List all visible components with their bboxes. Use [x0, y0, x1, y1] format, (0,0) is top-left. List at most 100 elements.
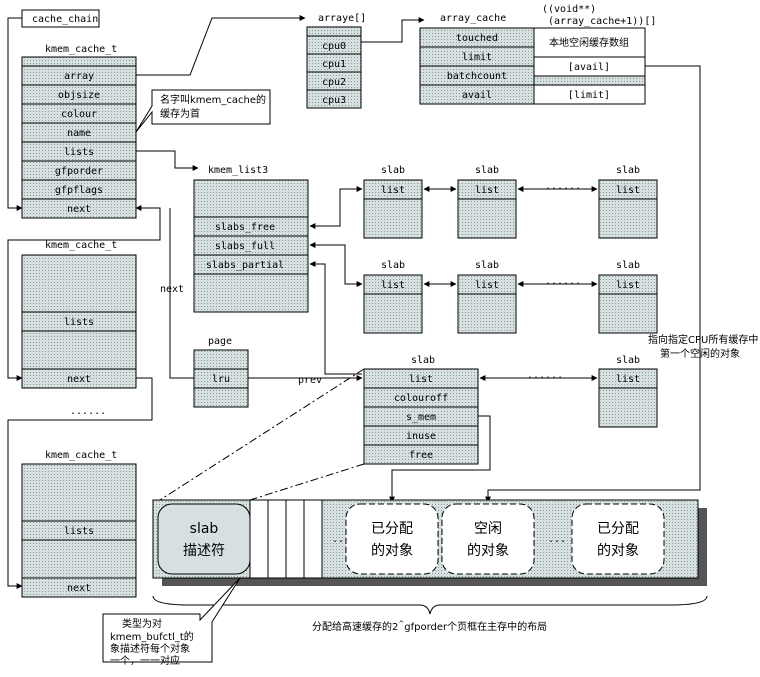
slab-body-1c: [598, 198, 658, 239]
prev-label: prev: [298, 375, 322, 386]
slab-body-1a: [363, 198, 423, 239]
slab-descriptor-line1: slab: [190, 521, 219, 537]
slab-title-1c: slab: [616, 165, 640, 176]
field-colour-label: colour: [61, 109, 97, 120]
object-allocated-1: [345, 503, 439, 575]
sd-free: [363, 444, 479, 465]
array-cache-title: array_cache: [440, 13, 506, 24]
ac-avail-label: avail: [462, 90, 492, 101]
projection-line-left: [159, 368, 365, 501]
slab-list-label-2a: list: [381, 280, 405, 291]
slab-body-2a: [363, 293, 423, 334]
lists-pointer-arrow: [136, 150, 199, 171]
kmem-list3-footer: [193, 273, 309, 313]
slab-dots-3: ......: [527, 370, 563, 381]
name-note-line2: 缓存为首: [160, 107, 200, 120]
ac-gap: [533, 75, 646, 86]
sd-colouroff-label: colouroff: [394, 393, 448, 404]
bufctl-note-line1: 类型为对: [122, 617, 162, 630]
slab-list-label-1c: list: [616, 185, 640, 196]
projection-line-right: [249, 463, 365, 501]
kmem-cache-2-mid: [21, 330, 137, 370]
cpu0-pointer-arrow: [361, 17, 425, 43]
cache-dots: ......: [70, 406, 106, 417]
avail-pointer-arrow: [485, 65, 701, 503]
bufctl-cell-2: [267, 499, 287, 579]
cpu-list: cpu0 cpu1 cpu2 cpu3: [306, 35, 362, 109]
slab-list-label-1a: list: [381, 185, 405, 196]
ac-limit-slot-label: [limit]: [568, 90, 610, 101]
layout-ellipsis-1: ...: [332, 534, 350, 545]
ac-local-array-label: 本地空闲缓存数组: [549, 36, 629, 49]
slab-list-label-3c: list: [616, 374, 640, 385]
kmem-cache-3-next-label: next: [67, 583, 91, 594]
kmem-cache-title-1: kmem_cache_t: [45, 44, 117, 55]
ac-avail-slot-label: [avail]: [568, 62, 610, 73]
bottom-caption: 分配给高速缓存的2^gfporder个页框在主存中的布局: [312, 620, 547, 633]
kmem-cache-2-top: [21, 254, 137, 313]
slabs-partial-link: [309, 261, 362, 375]
slab-body-2c: [598, 293, 658, 334]
slabs-full-link: [309, 242, 363, 287]
next-side-label: next: [160, 284, 184, 295]
cpu1-label: cpu1: [322, 59, 346, 70]
arraye-header: [306, 26, 362, 37]
cpu3-label: cpu3: [322, 95, 346, 106]
kmem-list3-header: [193, 179, 309, 218]
page-header: [193, 349, 249, 370]
bufctl-cells: [249, 499, 323, 579]
object-allocated-2: [571, 503, 665, 575]
sd-list-label: list: [409, 374, 433, 385]
slab-body-2b: [457, 293, 517, 334]
page-title: page: [208, 336, 232, 347]
cpu-pointer-note-line1: 指向指定CPU所有缓存中: [648, 333, 758, 346]
bufctl-note-line3: 象描述符每个对象: [110, 642, 190, 655]
s-mem-arrow: [389, 415, 491, 503]
slab-title-3c: slab: [616, 355, 640, 366]
page-lru-label: lru: [212, 374, 230, 385]
name-callout: [135, 89, 271, 133]
bufctl-note-line2: kmem_bufctl_t的: [110, 630, 194, 643]
field-array-label: array: [64, 71, 94, 82]
slab-detail-title: slab: [411, 355, 435, 366]
slab-row-2: slab list slab list slab list ......: [363, 260, 658, 334]
cpu-pointer-note-line2: 第一个空闲的对象: [660, 347, 740, 360]
name-note-line1: 名字叫kmem_cache的: [160, 93, 266, 106]
kmem-cache-3-mid: [21, 539, 137, 579]
ac-local-array: [533, 27, 646, 58]
slab-list-label-2b: list: [475, 280, 499, 291]
object-free-line2: 的对象: [467, 543, 509, 559]
field-lists-label: lists: [64, 147, 94, 158]
cpu3-cell: [306, 89, 362, 109]
ac-batchcount-label: batchcount: [447, 71, 507, 82]
slab-descriptor-line2: 描述符: [183, 543, 225, 559]
kmem-cache-2-next-label: next: [67, 374, 91, 385]
kmem-cache-title-2: kmem_cache_t: [45, 240, 117, 251]
field-name-label: name: [67, 128, 91, 139]
field-next-label: next: [67, 204, 91, 215]
sd-inuse-label: inuse: [406, 431, 436, 442]
next-link-1: [7, 205, 161, 381]
field-gfporder-label: gfporder: [55, 166, 103, 177]
bufctl-cell-4: [303, 499, 323, 579]
cpu0-label: cpu0: [322, 41, 346, 52]
slab-row-1: slab list slab list slab list ......: [363, 165, 658, 239]
cpu2-label: cpu2: [322, 77, 346, 88]
slab-title-2a: slab: [381, 260, 405, 271]
layout-ellipsis-2: ...: [548, 534, 566, 545]
kmem-cache-2-lists-label: lists: [64, 317, 94, 328]
slab-title-1a: slab: [381, 165, 405, 176]
cache-chain-label: cache_chain: [32, 14, 98, 25]
bufctl-cell-3: [285, 499, 305, 579]
field-objsize-label: objsize: [58, 90, 100, 101]
page-lru-next-link: [169, 208, 194, 379]
kmem-list3-title: kmem_list3: [208, 165, 268, 176]
bufctl-cell-1: [249, 499, 269, 579]
sd-free-label: free: [409, 450, 433, 461]
slab-descriptor-block: [157, 503, 251, 575]
kmem-cache-header-1: [21, 56, 137, 67]
slab-dots-1: ......: [545, 181, 581, 192]
object-free: [441, 503, 535, 575]
slab-body-3c: [598, 387, 658, 428]
